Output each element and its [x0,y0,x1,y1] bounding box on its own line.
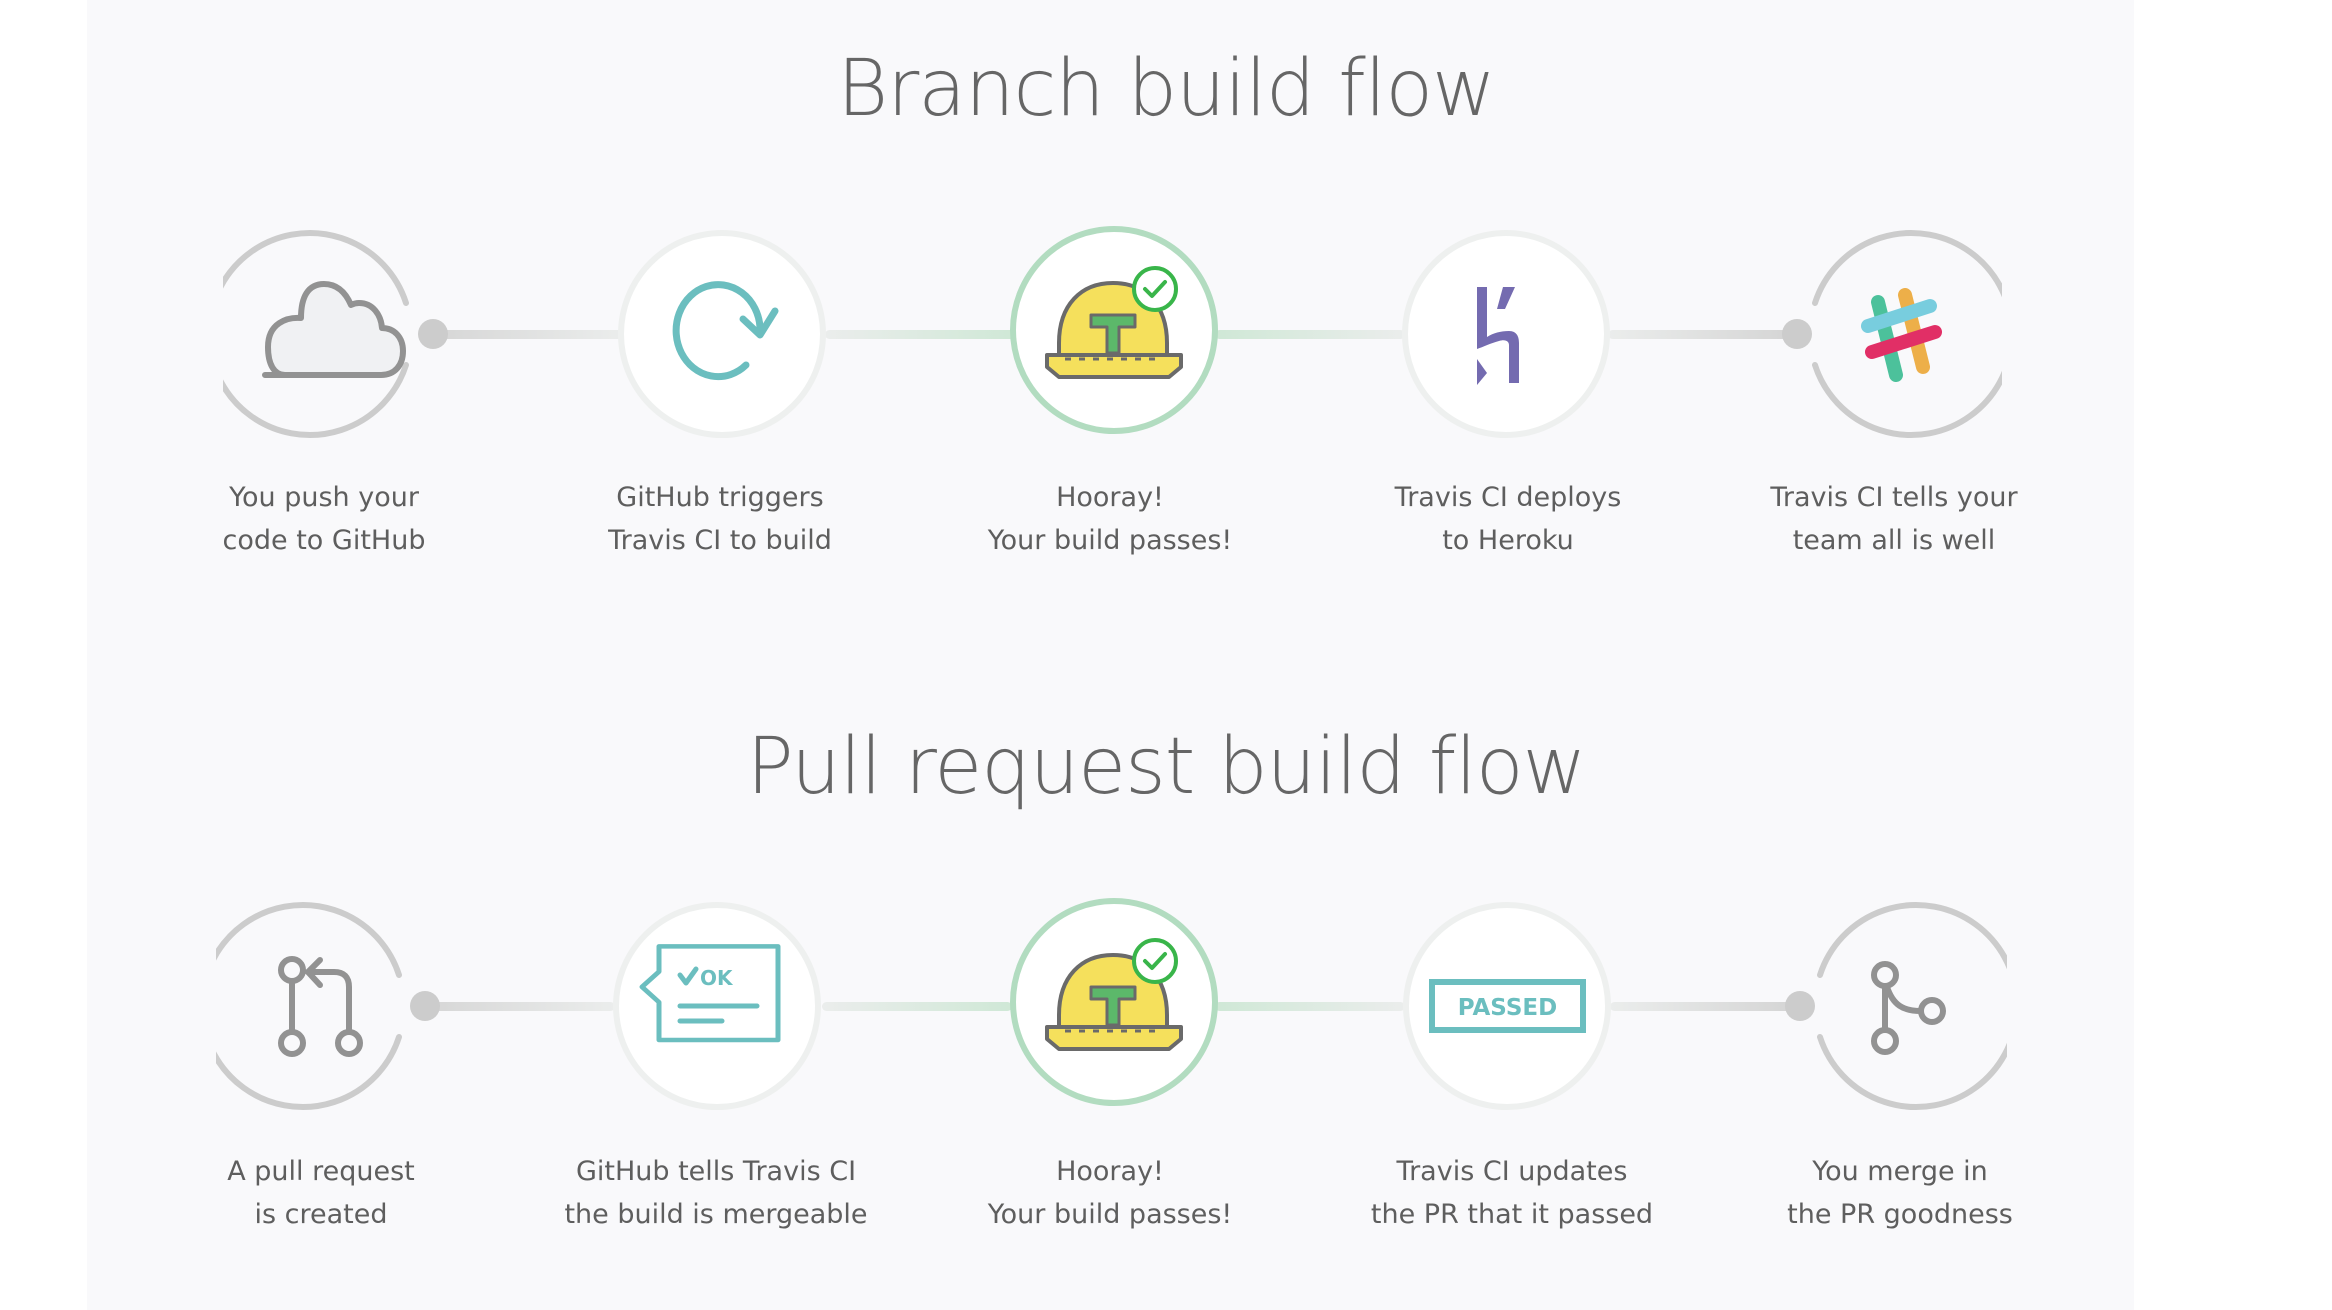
branch-flow-title: Branch build flow [837,44,1496,134]
connector-line [1610,1002,1800,1011]
connector-dot [418,319,448,349]
step-ring [1812,230,2002,438]
step-pr-updated: PASSED [1402,901,1612,1111]
connector-dot [1782,319,1812,349]
step-pr-created [216,901,426,1111]
step-build-passes [1009,225,1219,435]
connector-dot [410,991,440,1021]
step-deploy-heroku [1401,229,1611,439]
step-label: Hooray!Your build passes! [987,1156,1233,1230]
pull-request-icon [278,956,363,1057]
ok-text: OK [700,966,734,990]
step-pr-build-passes [1009,897,1219,1107]
step-github-tells-travis: OK [612,901,822,1111]
step-notify-team [1792,229,2002,439]
passed-text: PASSED [1458,995,1557,1021]
hard-hat-check-icon [1045,938,1183,1051]
connector-line [1215,330,1405,339]
connector-line [822,1002,1012,1011]
step-ring [223,230,409,438]
pr-flow-title: Pull request build flow [746,722,1587,812]
connector-line [1608,330,1798,339]
slack-icon [1861,288,1942,382]
connector-line [433,330,623,339]
step-push-code [223,229,433,439]
step-github-triggers [617,229,827,439]
step-ring [618,230,826,438]
cloud-icon [262,281,406,378]
ok-comment-icon: OK [639,944,781,1043]
step-ring [1817,902,2007,1110]
passed-badge-icon: PASSED [1429,979,1586,1033]
connector-line [1215,1002,1405,1011]
connector-line [825,330,1015,339]
step-ring [216,902,402,1110]
refresh-icon [672,281,779,381]
connector-dot [1785,991,1815,1021]
heroku-icon [1477,287,1519,385]
hard-hat-check-icon [1045,266,1183,379]
merge-icon [1871,961,1946,1055]
connector-line [425,1002,615,1011]
step-label: Hooray!Your build passes! [987,482,1233,556]
step-merge [1797,901,2007,1111]
